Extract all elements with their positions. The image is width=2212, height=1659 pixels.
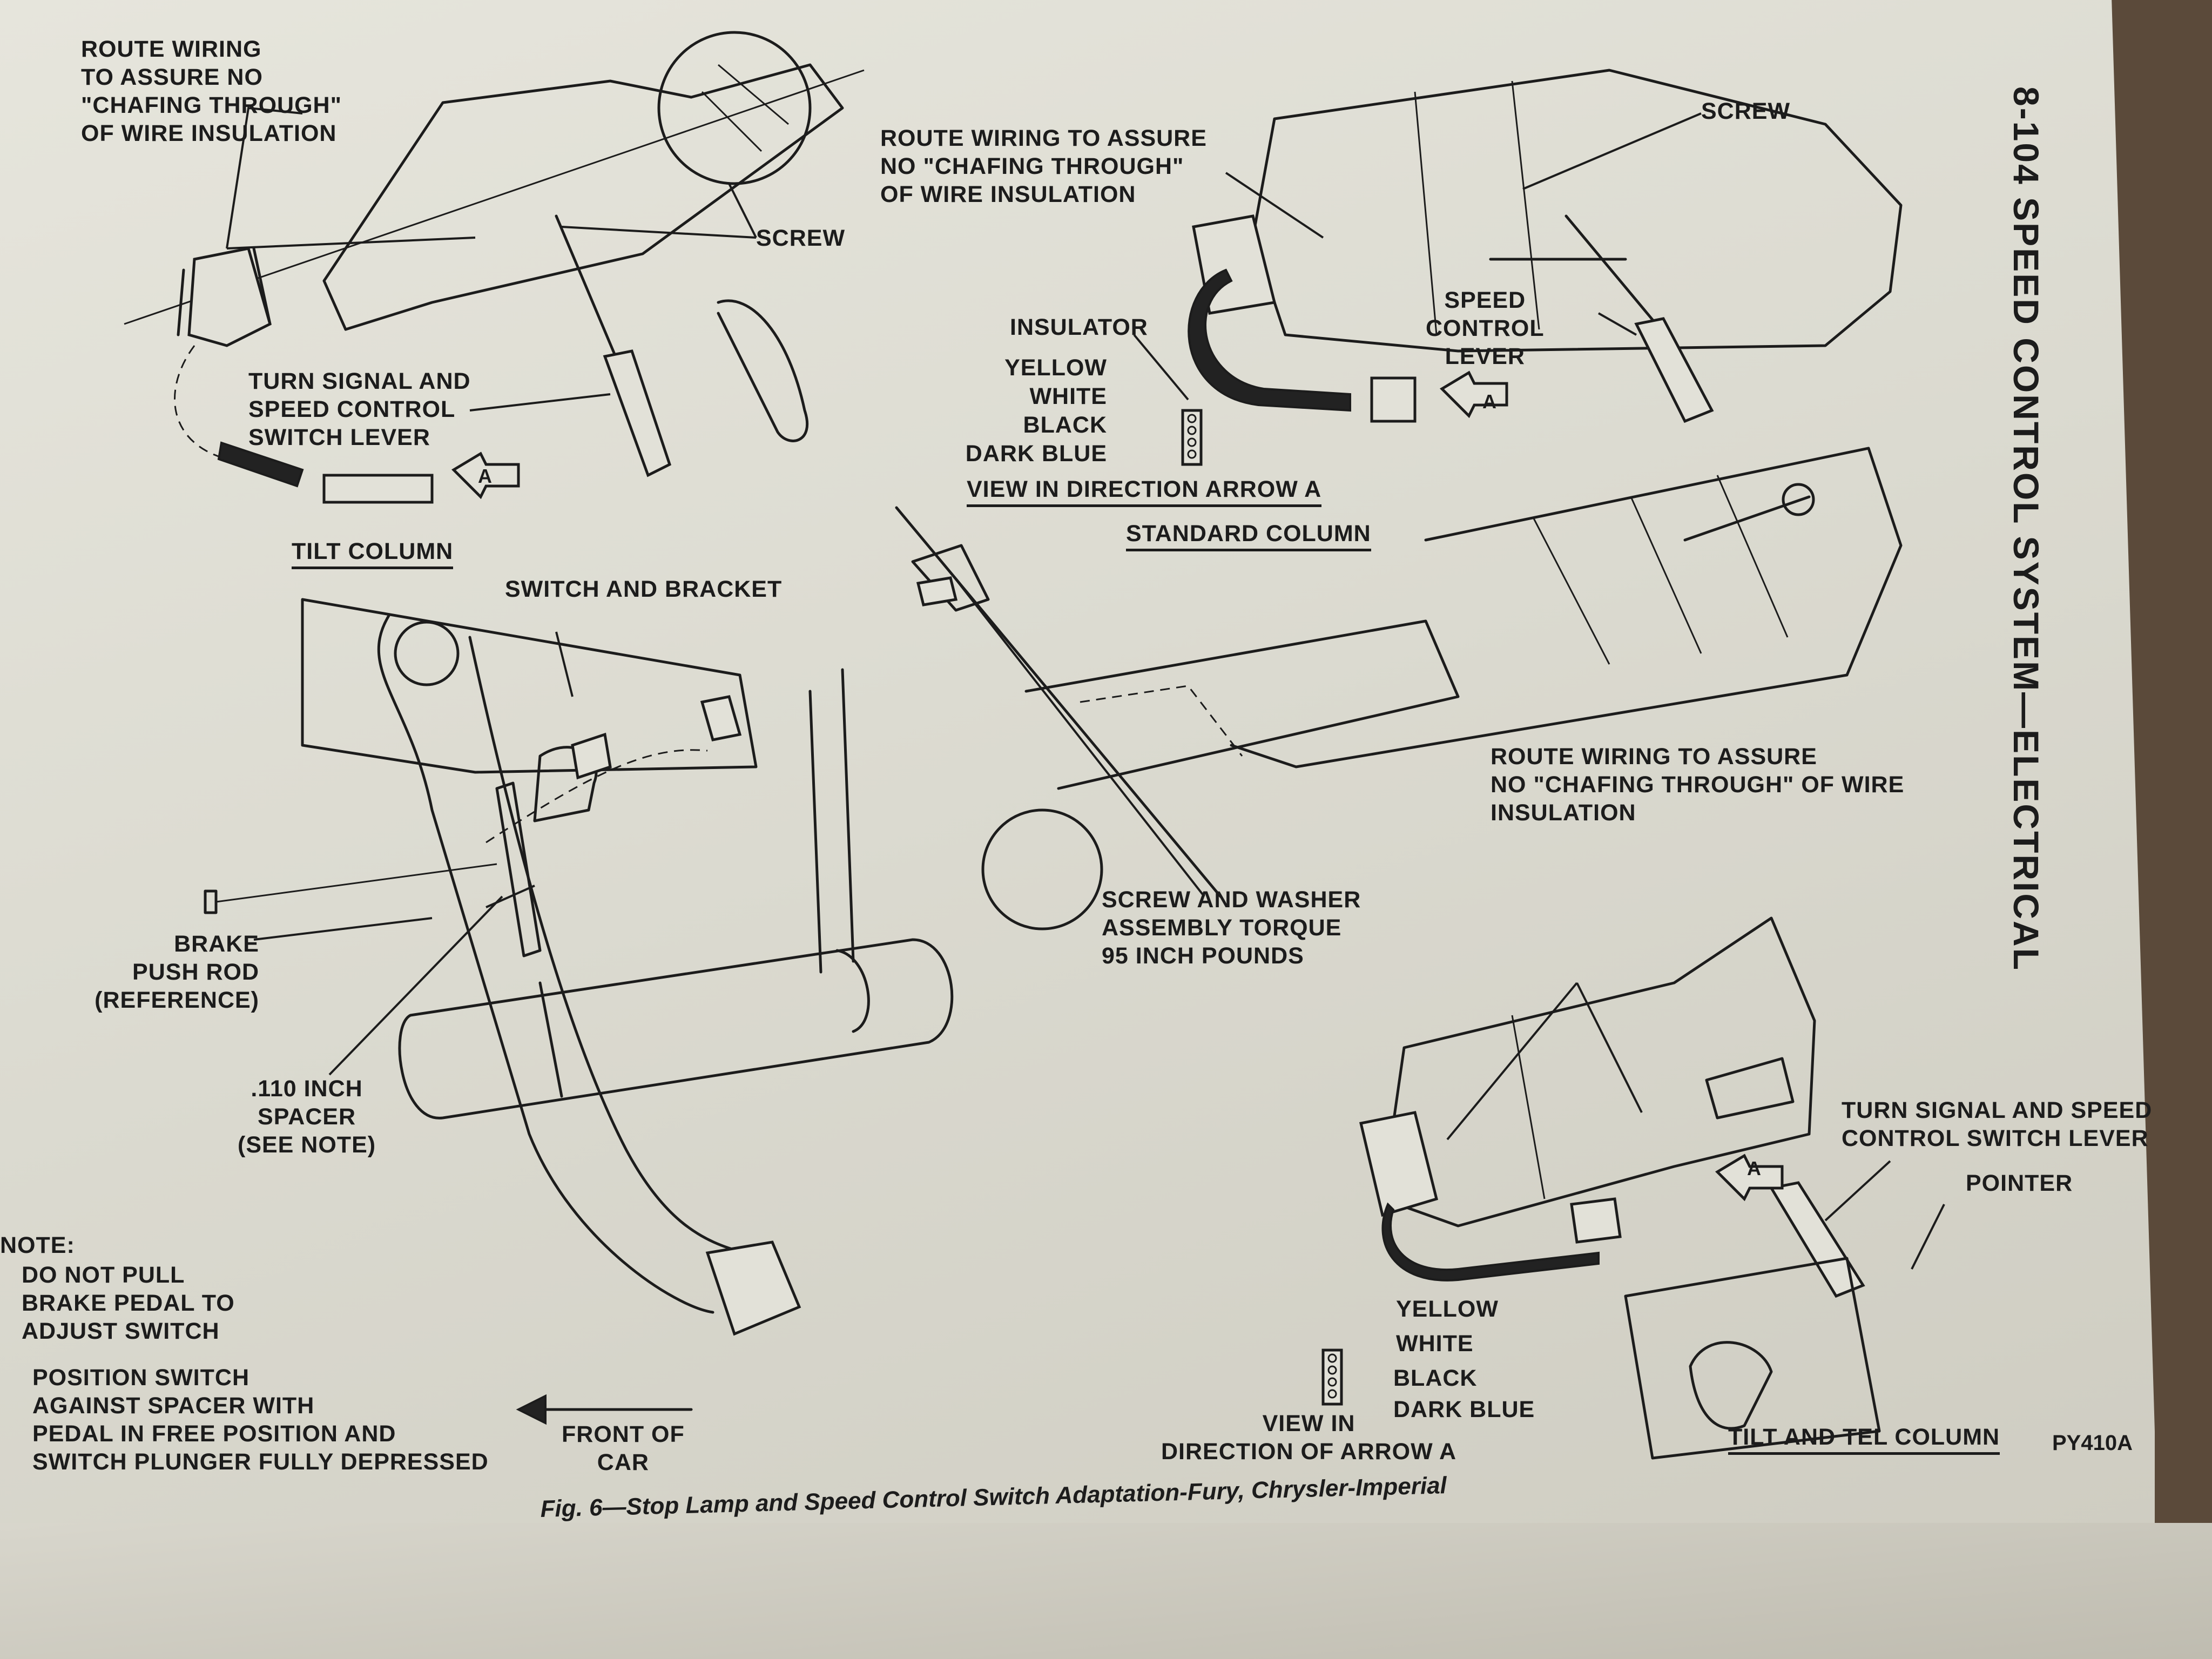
tilt-column-heading: TILT COLUMN xyxy=(292,537,454,569)
tilt-tel-wire-black: BLACK xyxy=(1393,1365,1478,1391)
standard-column-heading: STANDARD COLUMN xyxy=(1126,520,1371,551)
tilt-lever-label: TURN SIGNAL AND SPEED CONTROL SWITCH LEV… xyxy=(248,368,471,450)
tilt-tel-wire-yellow: YELLOW xyxy=(1396,1296,1499,1322)
spacer-label: .110 INCH SPACER (SEE NOTE) xyxy=(238,1076,376,1158)
tilt-tel-column-drawing xyxy=(1321,916,1945,1460)
tilt-tel-column-heading: TILT AND TEL COLUMN xyxy=(1728,1423,2000,1455)
next-page-edge xyxy=(0,1523,2212,1659)
tilt-tel-arrow-a-label: A xyxy=(1747,1157,1762,1179)
tilt-tel-view-label: VIEW IN DIRECTION OF ARROW A xyxy=(1161,1411,1457,1465)
brake-push-rod-label: BRAKE PUSH ROD (REFERENCE) xyxy=(95,931,259,1013)
tilt-tel-wire-dark-blue: DARK BLUE xyxy=(1393,1397,1535,1422)
note-title: NOTE: xyxy=(0,1232,75,1258)
standard-wire-yellow: YELLOW xyxy=(1004,355,1107,381)
note-line-2: POSITION SWITCH AGAINST SPACER WITH PEDA… xyxy=(32,1365,489,1475)
standard-wire-white: WHITE xyxy=(1029,383,1107,409)
page-header: 8-104 SPEED CONTROL SYSTEM—ELECTRICAL xyxy=(2006,86,2046,972)
standard-wire-dark-blue: DARK BLUE xyxy=(965,441,1107,467)
tilt-column-drawing xyxy=(124,31,865,504)
manual-page xyxy=(0,0,2155,1523)
figure-code: PY410A xyxy=(2052,1431,2133,1455)
note-line-1: DO NOT PULL BRAKE PEDAL TO ADJUST SWITCH xyxy=(22,1262,235,1344)
tilt-route-wiring-label: ROUTE WIRING TO ASSURE NO "CHAFING THROU… xyxy=(81,36,342,146)
screw-washer-label: SCREW AND WASHER ASSEMBLY TORQUE 95 INCH… xyxy=(1102,887,1361,969)
pedal-assembly-drawing xyxy=(204,447,1903,1425)
standard-view-label: VIEW IN DIRECTION ARROW A xyxy=(967,475,1322,507)
switch-bracket-label: SWITCH AND BRACKET xyxy=(505,576,783,602)
tilt-tel-wire-white: WHITE xyxy=(1396,1331,1474,1357)
speed-control-lever-label: SPEED CONTROL LEVER xyxy=(1426,287,1545,369)
standard-screw-label: SCREW xyxy=(1701,98,1791,124)
tilt-tel-route-wiring-label: ROUTE WIRING TO ASSURE NO "CHAFING THROU… xyxy=(1491,744,1905,826)
tilt-screw-label: SCREW xyxy=(756,225,846,251)
front-of-car-label: FRONT OF CAR xyxy=(562,1421,685,1475)
insulator-label: INSULATOR xyxy=(1010,314,1148,340)
tilt-arrow-a-label: A xyxy=(478,465,493,487)
standard-arrow-a-label: A xyxy=(1482,390,1497,413)
tilt-tel-lever-label: TURN SIGNAL AND SPEED CONTROL SWITCH LEV… xyxy=(1842,1097,2153,1151)
standard-column-drawing xyxy=(1133,69,1903,466)
standard-route-wiring-label: ROUTE WIRING TO ASSURE NO "CHAFING THROU… xyxy=(880,125,1207,207)
standard-wire-black: BLACK xyxy=(1023,412,1107,438)
pointer-label: POINTER xyxy=(1966,1170,2073,1196)
